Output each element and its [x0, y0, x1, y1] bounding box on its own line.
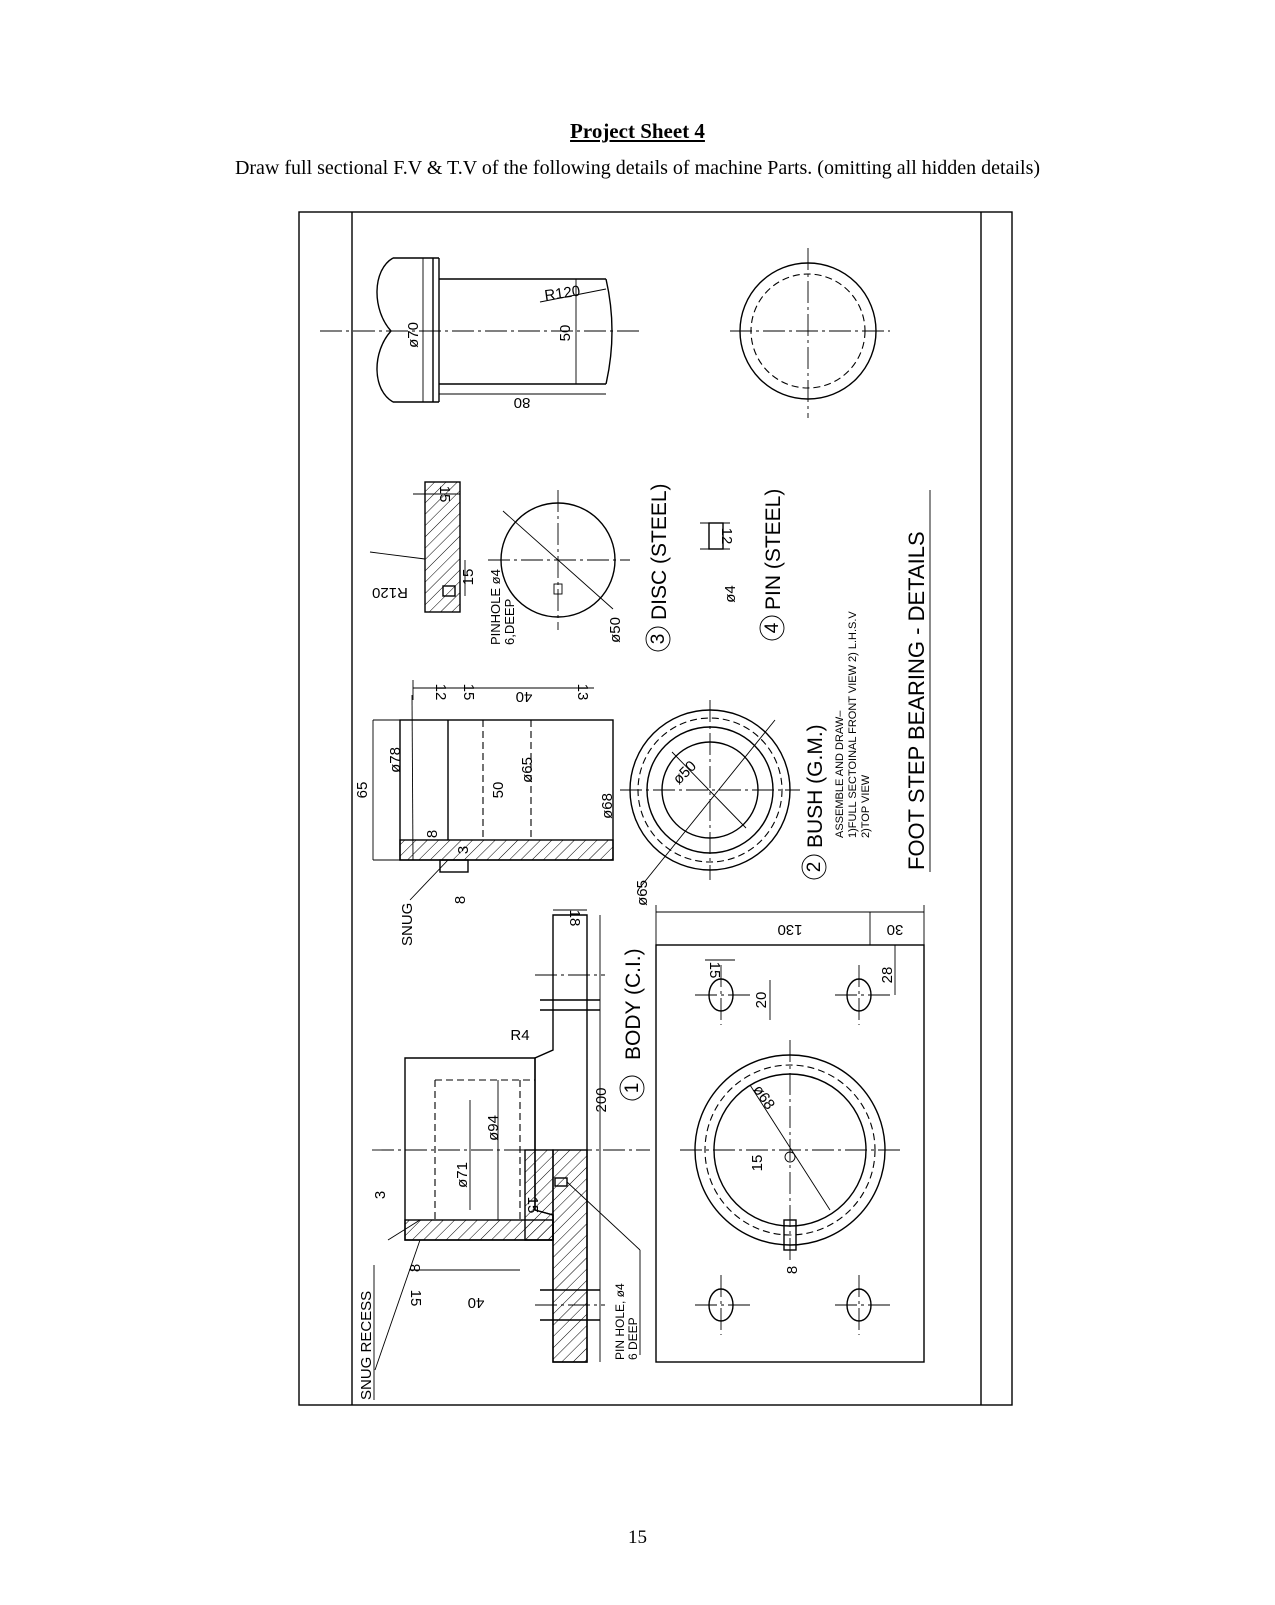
part-number-4-circle [759, 615, 785, 641]
sheet-title: FOOT STEP BEARING - DETAILS [904, 531, 929, 870]
note-snug: SNUG [399, 903, 416, 946]
sheet-border [298, 211, 1013, 1406]
dim-disc-15b: 15 [460, 569, 477, 586]
dim-shaft-r: R120 [543, 283, 581, 305]
dim-bush-50: 50 [490, 782, 507, 799]
dim-bush-13: 13 [574, 684, 591, 701]
part-number-2-circle [801, 854, 827, 880]
dim-body-71: ø71 [454, 1162, 471, 1188]
note-pin-hole-1: PIN HOLE, ø4 [613, 1283, 627, 1360]
dim-bush-65d: ø65 [519, 757, 536, 783]
bush-section [372, 680, 614, 873]
dim-bush-68: ø68 [599, 793, 616, 819]
dim-tv-15: 15 [706, 962, 723, 979]
dim-disc-dia: ø50 [607, 617, 624, 643]
disc-plan-view [488, 490, 630, 630]
page-title: Project Sheet 4 [570, 119, 705, 143]
dim-bush-tv50: ø50 [670, 758, 700, 788]
instruction-3: 2)TOP VIEW [860, 774, 872, 838]
snug-leader [409, 859, 449, 901]
shaft-view [320, 257, 640, 403]
note-snug-recess: SNUG RECESS [358, 1291, 375, 1400]
bush-plan-view [620, 700, 800, 891]
part-number-3-circle [645, 626, 671, 652]
note-disc-pinhole-1: PINHOLE ø4 [488, 569, 503, 645]
disc-section [369, 481, 466, 613]
dim-disc-15a: 15 [436, 486, 453, 503]
dim-shaft-80: 80 [514, 394, 531, 411]
dim-body-r4: R4 [510, 1027, 529, 1044]
dim-shaft-dia: ø70 [405, 322, 422, 348]
dim-body-8: 8 [407, 1264, 424, 1272]
note-disc-pinhole-2: 6,DEEP [502, 599, 517, 645]
dim-body-15: 15 [407, 1290, 424, 1307]
dim-bush-40: 40 [516, 688, 533, 705]
dim-bush-15: 15 [460, 684, 477, 701]
dim-tv-30: 30 [887, 921, 904, 938]
pin-view [700, 522, 730, 550]
dim-bush-8a: 8 [424, 830, 441, 838]
note-pin-hole-2: 6 DEEP [626, 1317, 640, 1360]
instruction-1: ASSEMBLE AND DRAW– [834, 710, 846, 838]
dim-shaft-50: 50 [557, 325, 574, 342]
part-number-4: 4 [762, 622, 783, 633]
dim-tv-20: 20 [753, 992, 770, 1009]
dim-body-94: ø94 [485, 1115, 502, 1141]
body-section [372, 909, 650, 1371]
dim-tv-8: 8 [784, 1266, 801, 1274]
part-number-1-circle [619, 1075, 645, 1101]
dim-pin-dia: ø4 [722, 585, 739, 603]
shaft-end-view [730, 248, 890, 418]
dim-body-15b: 15 [524, 1197, 541, 1214]
part-number-1: 1 [622, 1083, 643, 1094]
part-number-2: 2 [804, 862, 825, 873]
dim-pin-12: 12 [718, 528, 735, 545]
dim-body-40: 40 [468, 1294, 485, 1311]
part-number-3: 3 [648, 634, 669, 645]
dim-body-18: 18 [566, 910, 583, 927]
dim-bush-12: 12 [432, 684, 449, 701]
part-label-bush: BUSH (G.M.) [804, 724, 827, 848]
part-label-disc: DISC (STEEL) [648, 483, 671, 620]
dim-tv-28: 28 [879, 967, 896, 984]
body-plan-view [655, 905, 925, 1363]
part-label-pin: PIN (STEEL) [762, 489, 785, 610]
dim-body-3: 3 [372, 1191, 389, 1199]
dim-bush-tv65: ø65 [634, 880, 651, 906]
dim-tv-68: ø68 [749, 1082, 778, 1113]
dim-tv-15b: 15 [749, 1155, 766, 1172]
part-label-body: BODY (C.I.) [622, 948, 645, 1060]
dim-tv-130: 130 [777, 921, 802, 938]
dim-bush-8b: 8 [452, 896, 469, 904]
page-subtitle: Draw full sectional F.V & T.V of the fol… [234, 157, 1041, 179]
dim-bush-78: ø78 [387, 747, 404, 773]
instruction-2: 1)FULL SECTOINAL FRONT VIEW 2) L.H.S.V [847, 611, 859, 838]
dim-body-200: 200 [593, 1087, 610, 1112]
page-number: 15 [628, 1527, 647, 1548]
dim-bush-3: 3 [455, 846, 472, 854]
dim-disc-r: R120 [372, 584, 408, 601]
dim-bush-65: 65 [354, 782, 371, 799]
